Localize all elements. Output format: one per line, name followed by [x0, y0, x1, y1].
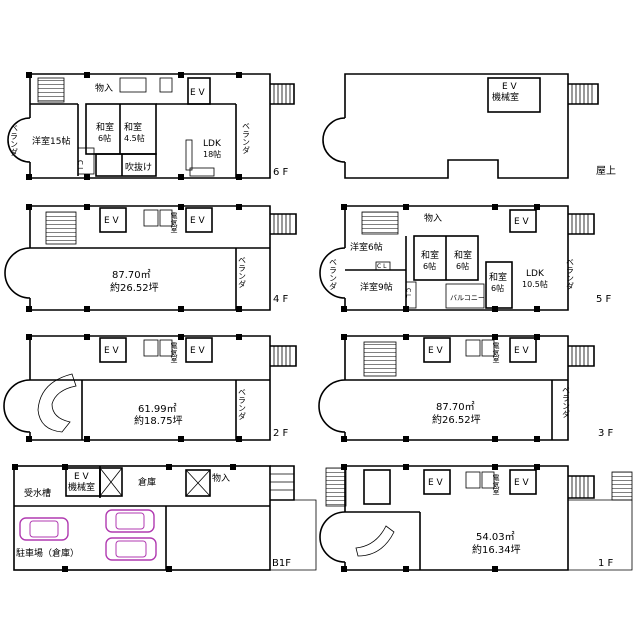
b1-mono-label: 物入	[212, 472, 230, 484]
f3-denki-label: 電気室	[492, 342, 500, 363]
f3-tsubo-label: 約26.52坪	[432, 413, 481, 426]
f4-veranda-label: ベランダ	[238, 256, 247, 288]
f2-area-label: 61.99㎡	[138, 403, 177, 415]
f4-ev1-label: E V	[104, 216, 120, 226]
f5-washitsu2-label: 和室	[454, 249, 472, 261]
f3-ev1-label: E V	[428, 346, 444, 356]
f5-cl1-label: C L	[377, 263, 387, 270]
b1-parking-label: 駐車場（倉庫）	[16, 547, 79, 559]
f1-ev2-label: E V	[514, 478, 530, 488]
f6-mono-label: 物入	[95, 82, 113, 94]
f6-western-label: 洋室15帖	[32, 135, 70, 147]
floor-3f-plan: E V E V 電気室 87.70㎡ 約26.52坪 ベランダ 3 F	[318, 334, 614, 442]
f2-tsubo-label: 約18.75坪	[134, 414, 183, 427]
roof-plan: E V 機械室 屋上	[322, 73, 616, 179]
f4-area-label: 87.70㎡	[112, 269, 151, 281]
f6-washitsu1-size: 6帖	[98, 133, 111, 143]
f6-fukinuke-label: 吹抜け	[125, 161, 152, 173]
f1-floor-label: 1 F	[598, 558, 614, 569]
f2-denki-label: 電気室	[170, 342, 178, 363]
b1-souko-label: 倉庫	[138, 476, 156, 488]
f6-cl-label: C L	[76, 160, 84, 171]
floor-2f-plan: E V E V 電気室 61.99㎡ 約18.75坪 ベランダ 2 F	[3, 334, 297, 442]
f3-area-label: 87.70㎡	[436, 401, 475, 413]
floor-b1f-plan: 受水槽 E V 機械室 倉庫 物入 駐車場（倉庫） B1F	[12, 464, 317, 572]
car-icon	[19, 517, 69, 541]
f2-ev2-label: E V	[190, 346, 206, 356]
roof-kikai-label: 機械室	[492, 91, 519, 103]
f5-washitsu1-label: 和室	[421, 249, 439, 261]
f4-denki-label: 電気室	[170, 212, 178, 233]
f1-denki-label: 電気室	[492, 474, 500, 495]
b1-ev-label: E V	[74, 472, 90, 482]
f5-cl2-label: C L	[405, 288, 412, 298]
floor-6f-plan: 物入 E V 和室 6帖 和室 4.5帖 洋室15帖 LDK 18帖 吹抜け C…	[7, 72, 295, 180]
floor-1f-plan: E V E V 電気室 54.03㎡ 約16.34坪 1 F	[319, 464, 633, 572]
f6-washitsu1-label: 和室	[96, 121, 114, 133]
b1-floor-label: B1F	[272, 558, 291, 569]
car-icon	[105, 509, 155, 533]
f6-ev-label: E V	[190, 88, 206, 98]
f2-floor-label: 2 F	[273, 428, 289, 439]
roof-floor-label: 屋上	[596, 165, 616, 177]
f5-veranda-right: ベランダ	[566, 258, 575, 290]
f6-veranda-right: ベランダ	[242, 122, 251, 154]
f5-washitsu3-size: 6帖	[491, 283, 504, 293]
f5-veranda-left: ベランダ	[329, 258, 338, 290]
f2-ev1-label: E V	[104, 346, 120, 356]
f5-floor-label: 5 F	[596, 294, 612, 305]
f6-ldk-label: LDK	[203, 139, 222, 149]
f4-floor-label: 4 F	[273, 294, 289, 305]
f6-washitsu2-label: 和室	[124, 121, 142, 133]
f1-area-label: 54.03㎡	[476, 531, 515, 543]
f1-tsubo-label: 約16.34坪	[472, 543, 521, 556]
f3-ev2-label: E V	[514, 346, 530, 356]
floor-4f-plan: E V E V 電気室 87.70㎡ 約26.52坪 ベランダ 4 F	[4, 204, 297, 312]
f3-veranda-label: ベランダ	[562, 386, 571, 418]
f5-balcony-label: バルコニー	[450, 294, 485, 302]
f5-ldk-label: LDK	[526, 269, 545, 279]
f6-floor-label: 6 F	[273, 167, 289, 178]
f5-washitsu3-label: 和室	[489, 271, 507, 283]
f5-mono-label: 物入	[424, 212, 442, 224]
f4-ev2-label: E V	[190, 216, 206, 226]
f6-ldk-size: 18帖	[203, 149, 221, 159]
b1-kikai-label: 機械室	[68, 481, 95, 493]
b1-jusui-label: 受水槽	[24, 487, 51, 499]
f5-western2-label: 洋室9帖	[360, 281, 393, 293]
f5-washitsu2-size: 6帖	[456, 261, 469, 271]
f3-floor-label: 3 F	[598, 428, 614, 439]
car-icon	[105, 537, 157, 561]
floor-5f-plan: 物入 E V 洋室6帖 洋室9帖 和室 6帖 和室 6帖 和室 6帖 LDK 1…	[319, 204, 612, 312]
f4-tsubo-label: 約26.52坪	[110, 281, 159, 294]
roof-ev-label: E V	[502, 82, 518, 92]
f1-ev1-label: E V	[428, 478, 444, 488]
f6-veranda-left: ベランダ	[10, 124, 19, 156]
f5-ldk-size: 10.5帖	[522, 279, 548, 289]
f5-washitsu1-size: 6帖	[423, 261, 436, 271]
f6-washitsu2-size: 4.5帖	[124, 133, 145, 143]
f5-ev-label: E V	[514, 217, 530, 227]
f5-western1-label: 洋室6帖	[350, 241, 383, 253]
f2-veranda-label: ベランダ	[238, 388, 247, 420]
